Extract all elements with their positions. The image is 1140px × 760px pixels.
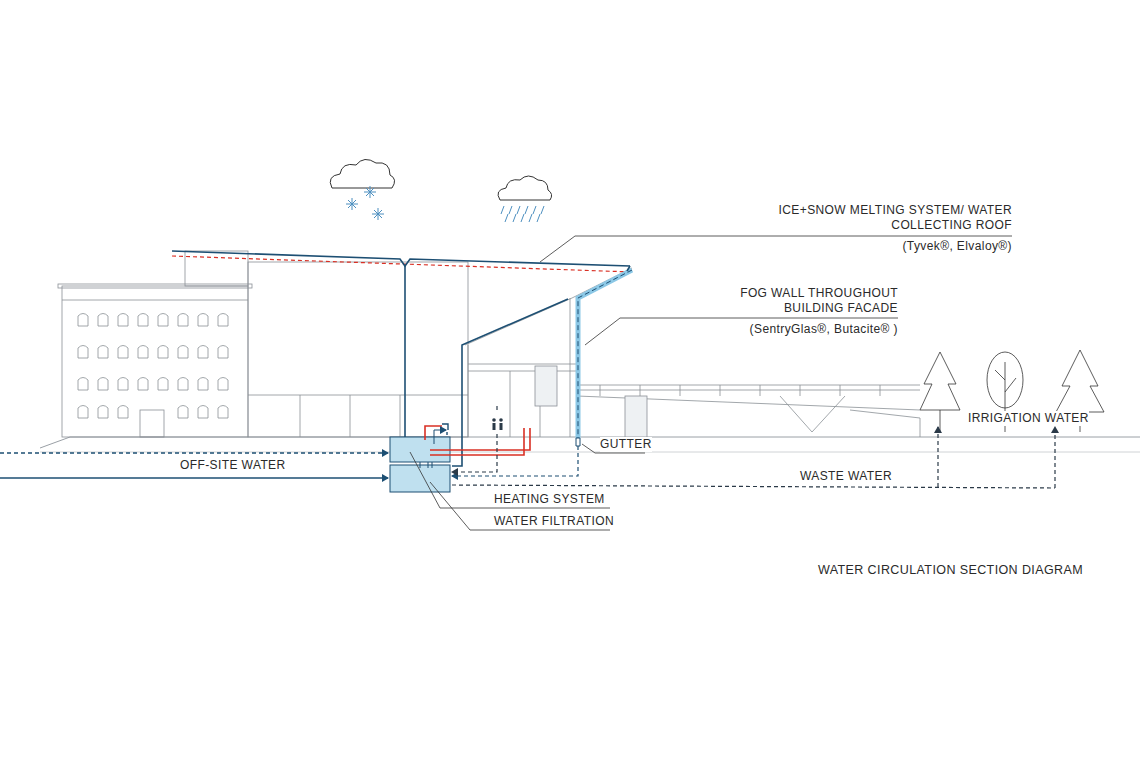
window: [118, 406, 128, 419]
window: [178, 314, 188, 327]
window: [138, 378, 148, 391]
window: [198, 314, 208, 327]
fog-wall-material-note: (SentryGlas®, Butacite® ): [750, 322, 898, 337]
window: [118, 314, 128, 327]
window: [98, 346, 108, 359]
leader-lines: [410, 236, 1012, 530]
tap-pipe: [434, 430, 446, 444]
window: [198, 406, 208, 419]
off-site-label: OFF-SITE WATER: [180, 458, 286, 473]
filtration-label: WATER FILTRATION: [494, 514, 614, 529]
gutter-label: GUTTER: [600, 437, 652, 452]
window: [78, 346, 88, 359]
window: [98, 406, 108, 419]
heating-label: HEATING SYSTEM: [494, 492, 605, 507]
rain-cloud: [498, 176, 552, 222]
waste-label: WASTE WATER: [800, 469, 892, 484]
window: [198, 378, 208, 391]
window: [118, 346, 128, 359]
window: [78, 406, 88, 419]
hot-water-pipes: [425, 426, 530, 455]
window: [218, 378, 228, 391]
window: [218, 406, 228, 419]
supply-pipe: [452, 299, 568, 466]
roof-label: ICE+SNOW MELTING SYSTEM/ WATER COLLECTIN…: [772, 203, 1012, 233]
window: [158, 346, 168, 359]
window: [218, 314, 228, 327]
waste-pipes: [452, 404, 1055, 488]
window: [98, 378, 108, 391]
tank-link: [420, 462, 432, 468]
new-building: [465, 268, 920, 437]
ground: [40, 437, 1140, 452]
fog-wall-label: FOG WALL THROUGHOUT BUILDING FACADE: [698, 286, 898, 316]
window: [138, 314, 148, 327]
collecting-roof: [172, 251, 632, 456]
window: [178, 406, 188, 419]
window: [178, 378, 188, 391]
off-site-pipes: [0, 453, 388, 478]
window-grid: [78, 314, 228, 419]
snow-cloud: [330, 159, 394, 220]
window: [78, 314, 88, 327]
irrigation-label: IRRIGATION WATER: [968, 411, 1089, 426]
window: [198, 346, 208, 359]
window: [158, 378, 168, 391]
window: [178, 346, 188, 359]
existing-building: [58, 251, 468, 437]
window: [158, 314, 168, 327]
window: [98, 314, 108, 327]
window: [118, 378, 128, 391]
tanks: [390, 437, 450, 492]
toilet-icon: [492, 418, 503, 430]
window: [78, 378, 88, 391]
window: [218, 346, 228, 359]
roof-material-note: (Tyvek®, Elvaloy®): [902, 239, 1012, 254]
trees: [920, 350, 1104, 432]
caption: WATER CIRCULATION SECTION DIAGRAM: [818, 563, 1083, 578]
window: [138, 346, 148, 359]
